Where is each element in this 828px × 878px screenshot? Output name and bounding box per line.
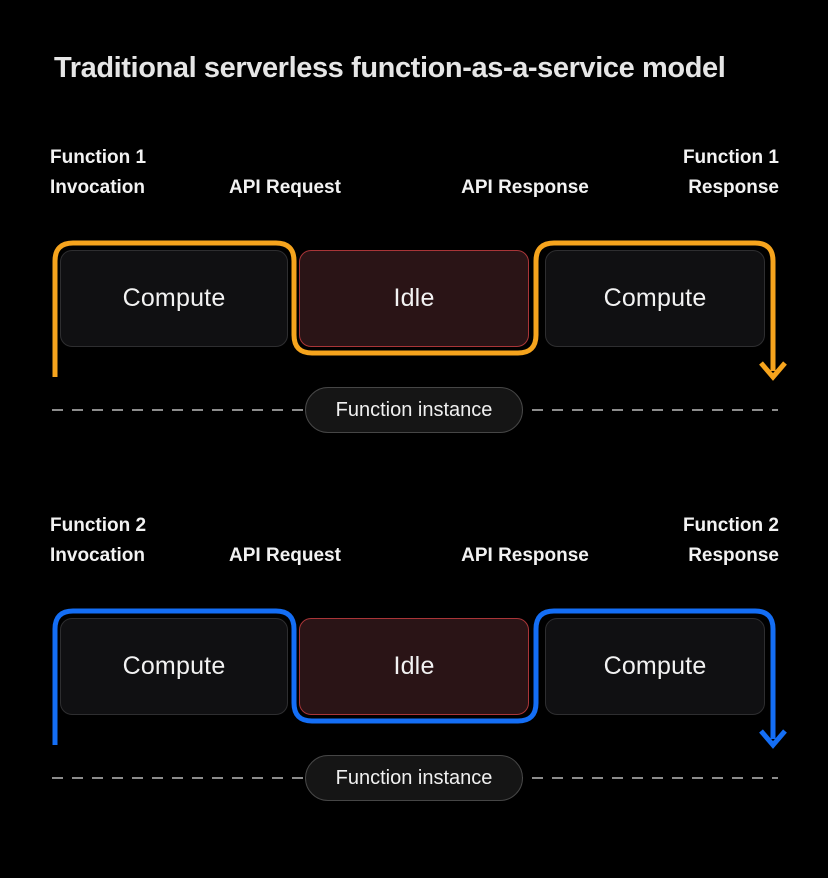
function-2-invocation-label: Function 2 Invocation <box>50 511 146 571</box>
function-instance-label: Function instance <box>335 766 493 789</box>
function-2-response-label: Function 2 Response <box>683 511 779 571</box>
function-label-line1: Function 2 <box>50 515 147 536</box>
compute-box-2: Compute <box>545 250 765 347</box>
compute-box-label: Compute <box>603 284 707 312</box>
compute-box-label: Compute <box>122 284 226 312</box>
function-1-invocation-label: Function 1 Invocation <box>50 143 146 203</box>
compute-box-1: Compute <box>60 250 288 347</box>
arrowhead-down-icon <box>759 361 787 381</box>
function-1-response-label: Function 1 Response <box>683 143 779 203</box>
function-instance-pill: Function instance <box>305 755 523 801</box>
idle-box: Idle <box>299 618 529 715</box>
compute-box-2: Compute <box>545 618 765 715</box>
api-request-label: API Request <box>229 545 341 566</box>
function-label-line2: Invocation <box>50 545 146 566</box>
idle-box-label: Idle <box>393 284 435 312</box>
api-response-label: API Response <box>461 177 589 198</box>
request-response-arrow-path <box>52 240 776 377</box>
function-label-line1: Function 1 <box>682 147 779 168</box>
function-instance-label: Function instance <box>335 398 493 421</box>
function-2-flow: Function 2 Invocation API Request API Re… <box>0 511 828 811</box>
idle-box: Idle <box>299 250 529 347</box>
function-label-line1: Function 2 <box>682 515 779 536</box>
function-1-flow: Function 1 Invocation API Request API Re… <box>0 143 828 443</box>
compute-box-1: Compute <box>60 618 288 715</box>
request-response-arrow-path <box>52 608 776 745</box>
function-label-line2: Invocation <box>50 177 146 198</box>
function-label-line1: Function 1 <box>50 147 147 168</box>
function-label-line2: Response <box>688 545 779 566</box>
compute-box-label: Compute <box>122 652 226 680</box>
page-title: Traditional serverless function-as-a-ser… <box>54 52 726 84</box>
api-request-label: API Request <box>229 177 341 198</box>
function-label-line2: Response <box>688 177 779 198</box>
compute-box-label: Compute <box>603 652 707 680</box>
function-instance-pill: Function instance <box>305 387 523 433</box>
api-response-label: API Response <box>461 545 589 566</box>
arrowhead-down-icon <box>759 729 787 749</box>
idle-box-label: Idle <box>393 652 435 680</box>
